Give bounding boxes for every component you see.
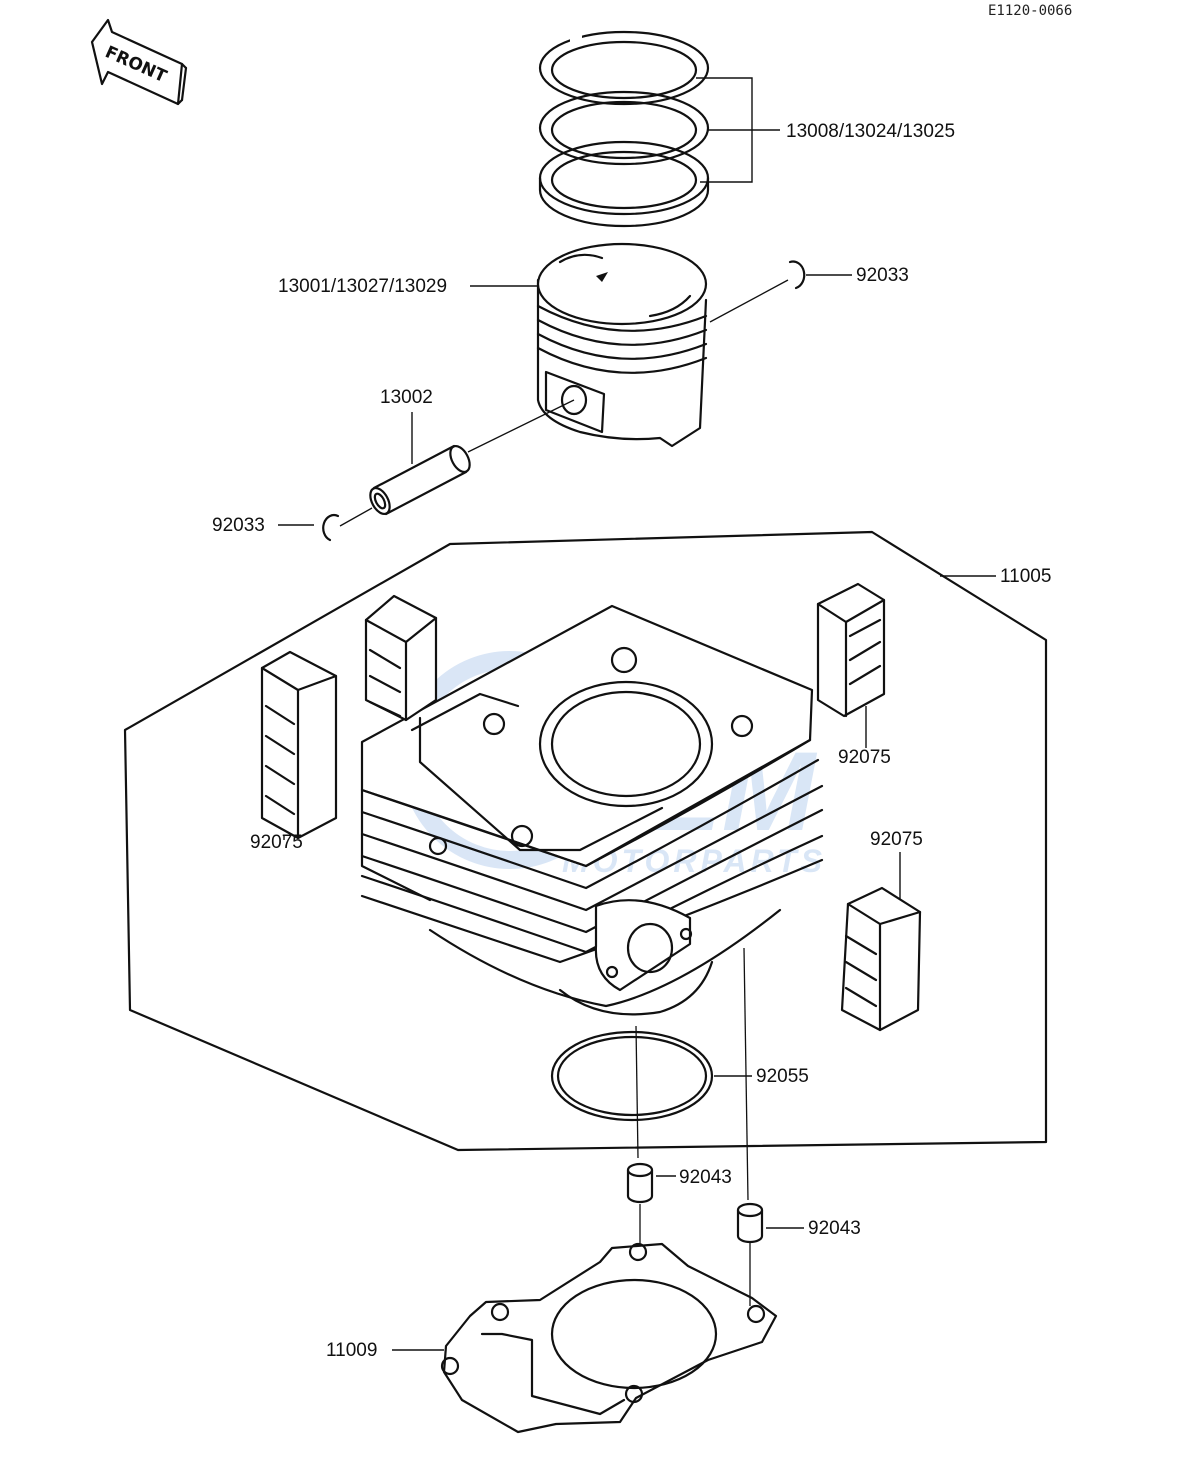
base-gasket [440,1242,778,1434]
damper-rubber-upper-right [816,582,886,718]
label-damper-left: 92075 [250,832,303,853]
cylinder-block [360,604,824,1016]
label-dowel-right: 92043 [808,1218,861,1239]
label-pin: 13002 [380,387,433,408]
cylinder-enclosure [123,530,1048,1152]
clip-left [322,514,340,542]
label-damper-lower-right: 92075 [870,829,923,850]
label-rings: 13008/13024/13025 [786,121,955,142]
label-clip-left: 92033 [212,515,265,536]
label-clip-right: 92033 [856,265,909,286]
piston-pin [369,444,471,516]
damper-rubber-upper-left [364,594,438,722]
label-gasket: 11009 [326,1340,377,1361]
damper-rubber-left [260,650,338,840]
label-dowel-left: 92043 [679,1167,732,1188]
label-piston: 13001/13027/13029 [278,276,447,297]
diagram-code: E1120-0066 [988,3,1072,19]
dowel-pin-left [626,1162,654,1204]
damper-rubber-lower-right [840,886,922,1032]
label-oring: 92055 [756,1066,809,1087]
front-arrow-icon: FRONT [90,18,188,106]
piston [536,242,708,448]
label-damper-right: 92075 [838,747,891,768]
o-ring [550,1030,714,1122]
dowel-pin-right [736,1202,764,1244]
piston-rings [538,30,710,228]
label-cylinder: 11005 [1000,566,1051,587]
clip-right [788,260,806,290]
